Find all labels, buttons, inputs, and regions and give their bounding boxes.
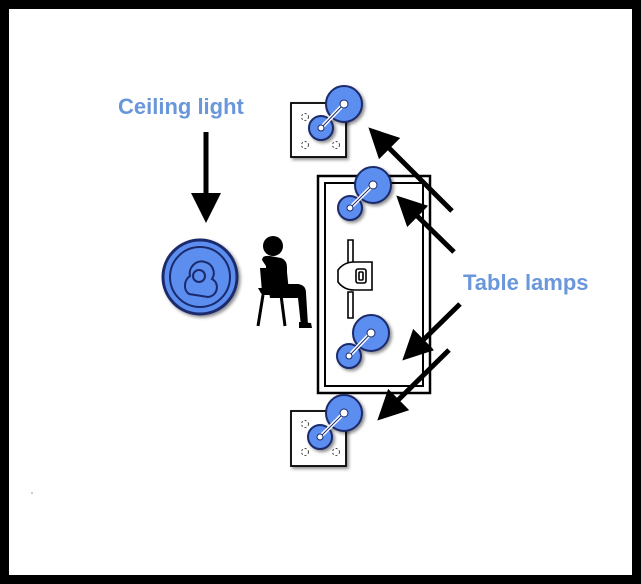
table-lamps-label: Table lamps (463, 270, 589, 295)
desk-lamp-icon (337, 166, 392, 221)
arrow-to-lamp-3 (402, 302, 462, 361)
table-icon (316, 174, 432, 395)
arrow-to-lamp-2 (396, 195, 456, 254)
ceiling-light-label: Ceiling light (118, 94, 245, 119)
speck (31, 492, 33, 494)
ceiling-light-icon (161, 238, 239, 316)
desk-lamp-icon (308, 85, 363, 141)
table-lamps-arrows (368, 127, 462, 421)
desk-lamp-icon (307, 394, 363, 450)
arrow-to-lamp-4 (377, 348, 451, 421)
desk-lamp-icon (336, 314, 390, 369)
seated-person-icon (256, 236, 312, 328)
arrow-to-lamp-1 (368, 127, 454, 213)
laptop-icon (337, 239, 373, 319)
